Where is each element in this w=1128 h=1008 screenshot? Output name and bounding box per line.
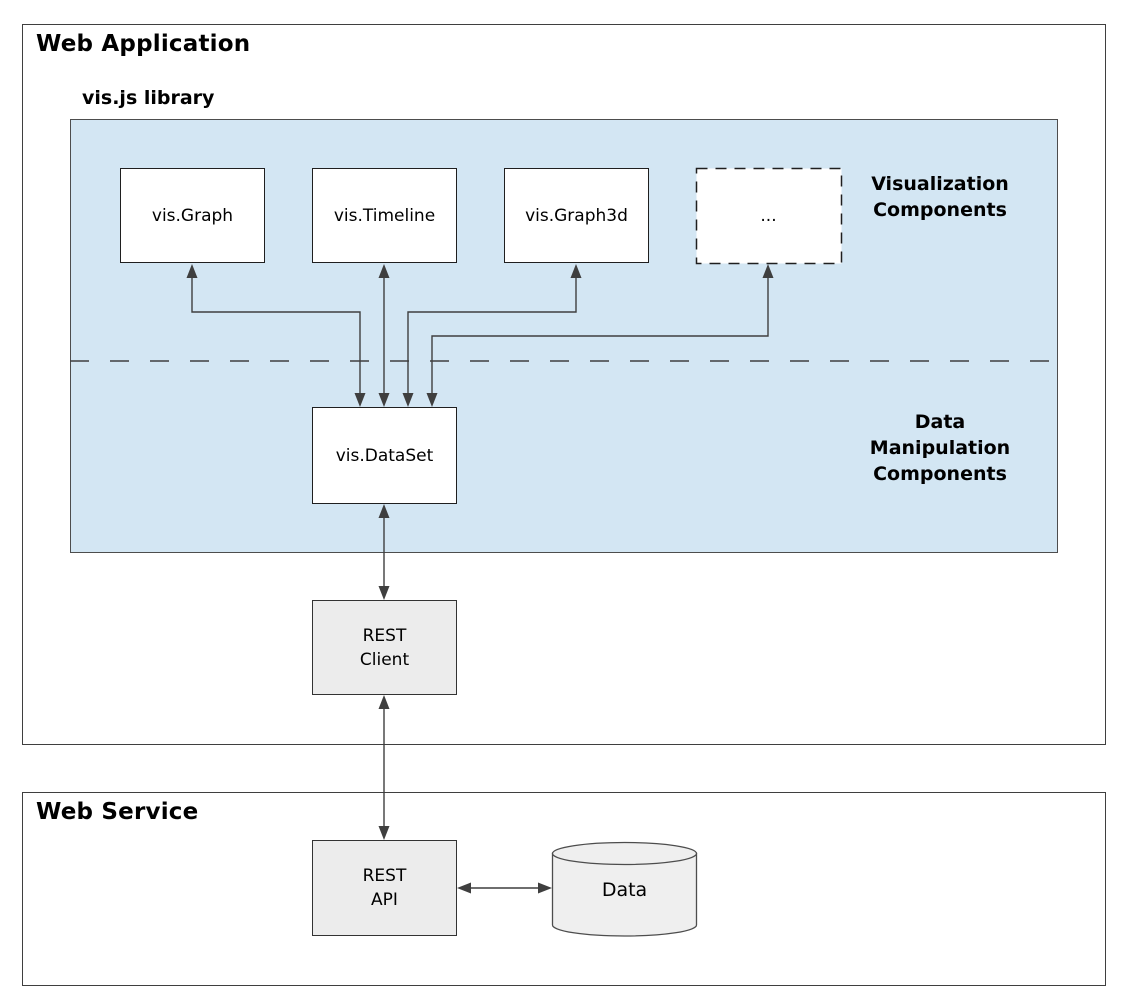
component-vis-graph3d: vis.Graph3d: [504, 168, 649, 263]
data-store-label: Data: [601, 879, 648, 901]
component-more: ...: [760, 205, 777, 226]
vis-dataset-box: vis.DataSet: [312, 407, 457, 504]
web-application-title: Web Application: [36, 31, 251, 57]
rest-api-box: REST API: [312, 840, 457, 936]
web-service-box: [22, 792, 1106, 986]
web-application-box: [22, 24, 1106, 745]
component-vis-graph: vis.Graph: [120, 168, 265, 263]
rest-client-box: REST Client: [312, 600, 457, 695]
web-service-title: Web Service: [36, 799, 199, 825]
data-manipulation-components-label: Data Manipulation Components: [869, 411, 1011, 485]
visualization-components-label: Visualization Components: [871, 173, 1009, 221]
component-vis-timeline: vis.Timeline: [312, 168, 457, 263]
visjs-library-title: vis.js library: [82, 87, 215, 109]
